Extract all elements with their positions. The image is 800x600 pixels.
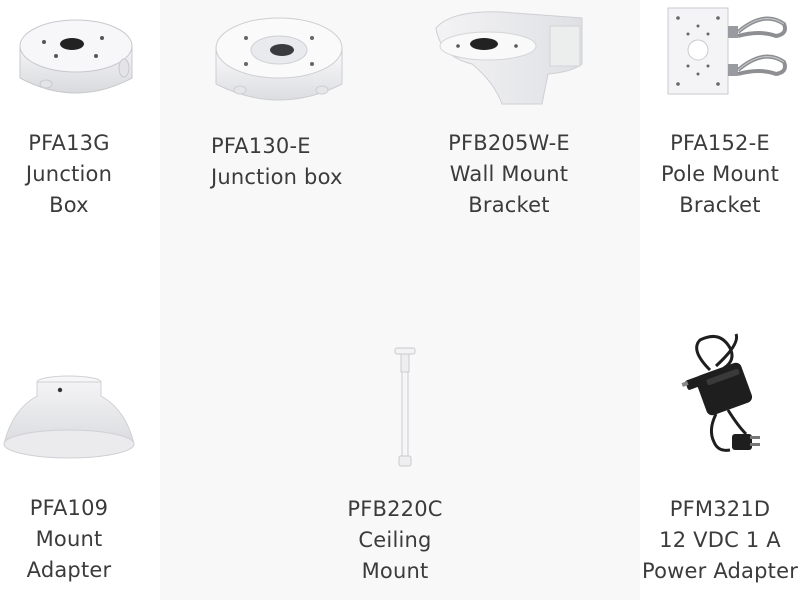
product-description-line: Pole Mount — [660, 162, 780, 186]
product-model: PFA130-E — [211, 134, 311, 158]
product-label: PFA130-E Junction box — [211, 131, 343, 193]
product-description-line: Junction box — [211, 165, 343, 189]
mount-adapter-icon — [2, 374, 136, 464]
product-model: PFB220C — [347, 497, 443, 521]
product-description-line: Box — [49, 193, 89, 217]
product-description-line: Power Adapter — [641, 559, 799, 583]
product-description-line: Wall Mount — [449, 162, 569, 186]
product-label: PFB220C Ceiling Mount — [347, 494, 442, 587]
product-label: PFB205W-E Wall Mount Bracket — [448, 128, 570, 221]
product-description-line: Mount — [361, 559, 429, 583]
product-label: PFM321D 12 VDC 1 A Power Adapter — [642, 494, 798, 587]
product-description-line: Mount — [35, 527, 103, 551]
product-description-line: Bracket — [468, 193, 550, 217]
background-column — [0, 0, 160, 600]
power-adapter-icon — [680, 330, 766, 470]
background-column — [640, 0, 800, 600]
junction-box-large-icon — [210, 8, 348, 112]
pole-mount-bracket-icon — [664, 6, 788, 98]
product-label: PFA152-E Pole Mount Bracket — [661, 128, 779, 221]
ceiling-mount-icon — [390, 346, 420, 470]
product-description-line: Junction — [25, 162, 113, 186]
product-model: PFB205W-E — [448, 131, 570, 155]
product-description-line: Bracket — [679, 193, 761, 217]
product-label: PFA13G Junction Box — [26, 128, 112, 221]
product-model: PFA13G — [28, 131, 110, 155]
product-description-line: Adapter — [26, 558, 112, 582]
product-model: PFA109 — [29, 496, 109, 520]
wall-mount-bracket-icon — [432, 6, 588, 108]
product-model: PFA152-E — [670, 131, 770, 155]
junction-box-icon — [14, 8, 138, 104]
product-label: PFA109 Mount Adapter — [27, 493, 112, 586]
background-column — [160, 0, 640, 600]
product-description-line: Ceiling — [358, 528, 432, 552]
product-description-line: 12 VDC 1 A — [659, 528, 781, 552]
product-model: PFM321D — [669, 497, 771, 521]
